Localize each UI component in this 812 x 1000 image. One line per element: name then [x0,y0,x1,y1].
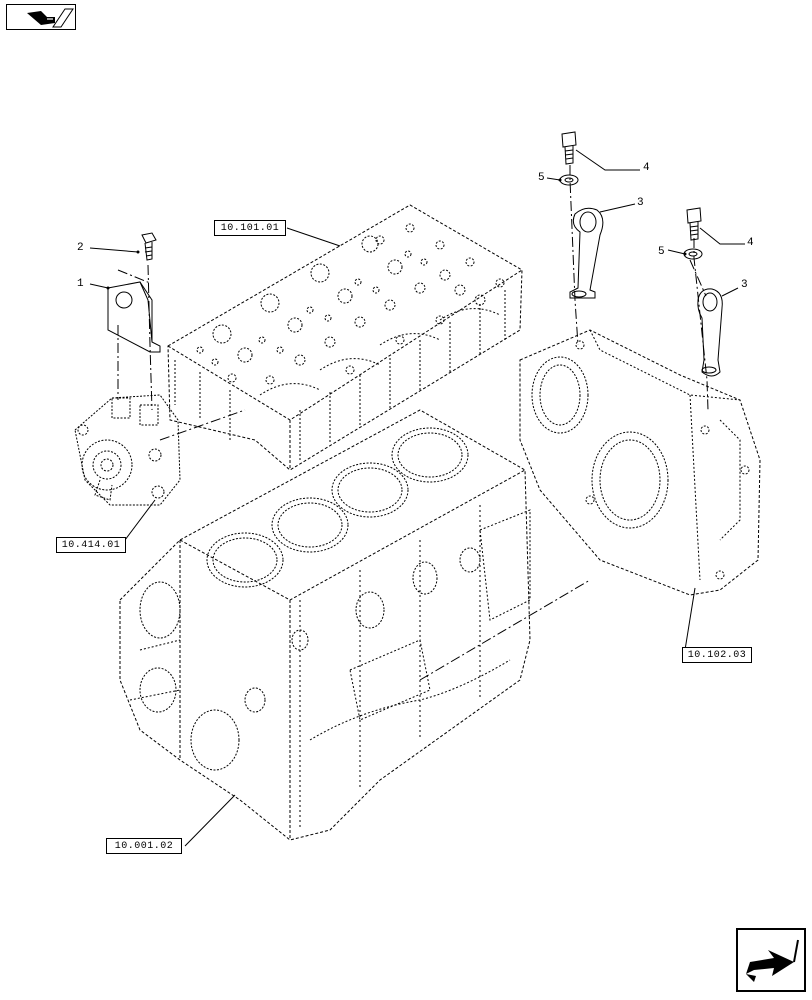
callout-cylinder-head-ref[interactable]: 10.101.01 [214,220,286,236]
timing-cover [519,329,761,596]
callout-timing-cover-ref[interactable]: 10.102.03 [682,647,752,663]
part-number-5-right[interactable]: 5 [658,246,665,258]
part-number-5-upper[interactable]: 5 [538,172,545,184]
washer-5a [559,174,579,186]
water-pump [74,394,181,506]
leader-endpoints [106,178,687,290]
part-number-3-right[interactable]: 3 [741,279,748,291]
leader-lines [89,149,745,847]
callout-water-pump-ref[interactable]: 10.414.01 [56,537,126,553]
part-number-4-upper[interactable]: 4 [643,162,650,174]
part-number-2[interactable]: 2 [77,242,84,254]
bolt-2 [141,232,157,261]
callout-engine-block-ref[interactable]: 10.001.02 [106,838,182,854]
part-number-4-right[interactable]: 4 [747,237,754,249]
part-number-3-upper[interactable]: 3 [637,197,644,209]
bolt-4b [686,207,702,241]
engine-block [119,409,531,841]
arrow-glyph [746,939,799,982]
lifting-bracket-1 [107,281,161,353]
part-number-1[interactable]: 1 [77,278,84,290]
book-icon-glyph [27,8,74,28]
cylinder-head [167,204,523,471]
book-icon[interactable] [6,4,76,30]
next-page-arrow-icon[interactable] [736,928,806,992]
bolt-4a [561,131,577,165]
alignment-lines [117,165,709,681]
washer-5b [683,248,703,260]
lifting-eye-3a [569,207,604,299]
